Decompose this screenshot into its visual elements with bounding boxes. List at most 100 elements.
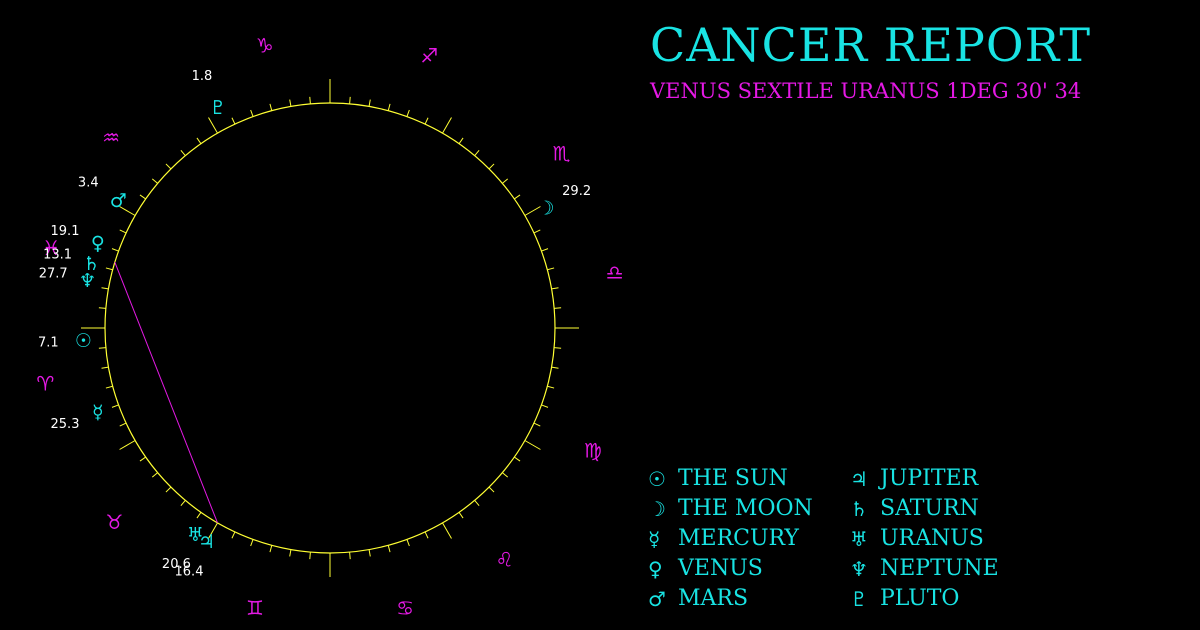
chart-wheel: ♑♐♏♎♍♌♋♊♉♈♓♒♇1.8☽29.2♂3.4♀19.1♄13.1♆27.7… xyxy=(36,33,623,620)
legend-item-uranus: ♅ URANUS xyxy=(850,526,984,551)
legend-label: VENUS xyxy=(678,556,763,581)
degree-tick xyxy=(165,486,172,493)
degree-tick xyxy=(250,539,254,547)
degree-tick xyxy=(368,99,371,107)
mars-icon: ♂ xyxy=(110,190,127,212)
pluto-icon: ♇ xyxy=(850,586,868,611)
degree-tick xyxy=(442,522,452,539)
pluto-degree-label: 1.8 xyxy=(192,69,213,84)
legend-label: SATURN xyxy=(880,496,979,521)
degree-tick xyxy=(547,267,555,271)
moon-icon: ☽ xyxy=(538,197,555,219)
degree-tick xyxy=(502,472,509,478)
degree-tick xyxy=(424,531,429,539)
degree-tick xyxy=(139,194,146,200)
zodiac-sign-icon: ♒ xyxy=(102,126,120,150)
jupiter-icon: ♃ xyxy=(198,531,215,553)
degree-tick xyxy=(547,385,555,389)
degree-tick xyxy=(196,512,202,519)
aspect-line xyxy=(114,262,218,524)
mars-degree-label: 3.4 xyxy=(78,175,99,190)
mercury-icon: ☿ xyxy=(92,401,104,423)
degree-tick xyxy=(368,549,371,557)
sun-icon: ☉ xyxy=(648,466,666,491)
jupiter-icon: ♃ xyxy=(850,466,868,491)
legend-label: JUPITER xyxy=(880,466,979,491)
legend-item-pluto: ♇ PLUTO xyxy=(850,586,959,611)
moon-icon: ☽ xyxy=(648,496,666,521)
degree-tick xyxy=(474,500,480,507)
zodiac-sign-icon: ♊ xyxy=(246,596,264,620)
legend-label: THE SUN xyxy=(678,466,788,491)
degree-tick xyxy=(196,137,202,144)
degree-tick xyxy=(119,229,127,234)
degree-tick xyxy=(289,549,292,557)
neptune-icon: ♆ xyxy=(850,556,868,581)
uranus-icon: ♅ xyxy=(187,524,204,546)
degree-tick xyxy=(180,149,186,156)
legend-label: MERCURY xyxy=(678,526,799,551)
pluto-icon: ♇ xyxy=(209,97,226,119)
degree-tick xyxy=(269,545,273,553)
legend-item-saturn: ♄ SATURN xyxy=(850,496,979,521)
legend-item-venus: ♀ VENUS xyxy=(648,556,763,581)
saturn-degree-label: 13.1 xyxy=(43,248,72,263)
degree-tick xyxy=(541,248,549,252)
degree-tick xyxy=(474,149,480,156)
outer-ring xyxy=(104,102,556,554)
degree-tick xyxy=(488,486,495,493)
degree-tick xyxy=(349,96,351,104)
moon-degree-label: 29.2 xyxy=(562,184,591,199)
degree-tick xyxy=(105,385,113,389)
degree-tick xyxy=(309,96,311,104)
zodiac-sign-icon: ♓ xyxy=(42,236,60,260)
degree-tick xyxy=(554,347,562,349)
zodiac-sign-icon: ♍ xyxy=(584,439,602,463)
degree-tick xyxy=(98,307,106,309)
legend-item-sun: ☉ THE SUN xyxy=(648,466,788,491)
degree-tick xyxy=(424,117,429,125)
zodiac-sign-icon: ♐ xyxy=(420,43,438,67)
venus-degree-label: 19.1 xyxy=(51,224,80,239)
degree-tick xyxy=(406,109,410,117)
degree-tick xyxy=(151,472,158,478)
degree-tick xyxy=(458,137,464,144)
degree-tick xyxy=(119,206,136,216)
saturn-icon: ♄ xyxy=(850,496,868,521)
degree-tick xyxy=(208,522,218,539)
legend-label: URANUS xyxy=(880,526,984,551)
degree-tick xyxy=(524,206,541,216)
uranus-icon: ♅ xyxy=(850,526,868,551)
aspect-subtitle: VENUS SEXTILE URANUS 1DEG 30' 34 xyxy=(650,79,1082,103)
sun-degree-label: 7.1 xyxy=(38,335,59,350)
degree-tick xyxy=(551,366,559,369)
legend-item-mars: ♂ MARS xyxy=(648,586,748,611)
legend-label: MARS xyxy=(678,586,749,611)
degree-tick xyxy=(250,109,254,117)
legend-item-mercury: ☿ MERCURY xyxy=(648,526,799,551)
neptune-icon: ♆ xyxy=(79,270,96,292)
neptune-degree-label: 27.7 xyxy=(39,267,68,282)
sun-icon: ☉ xyxy=(75,330,92,352)
degree-tick xyxy=(111,404,119,408)
page-title: CANCER REPORT xyxy=(650,18,1092,72)
jupiter-degree-label: 16.4 xyxy=(175,565,204,580)
legend-item-moon: ☽ THE MOON xyxy=(648,496,813,521)
degree-tick xyxy=(524,440,541,450)
mars-icon: ♂ xyxy=(648,586,666,611)
degree-tick xyxy=(533,422,541,427)
degree-tick xyxy=(349,552,351,560)
saturn-icon: ♄ xyxy=(83,253,100,275)
degree-tick xyxy=(551,287,559,290)
degree-tick xyxy=(387,545,391,553)
legend-item-jupiter: ♃ JUPITER xyxy=(850,466,978,491)
zodiac-sign-icon: ♋ xyxy=(396,596,414,620)
degree-tick xyxy=(231,531,236,539)
degree-tick xyxy=(442,117,452,134)
degree-tick xyxy=(101,287,109,290)
degree-tick xyxy=(541,404,549,408)
degree-tick xyxy=(554,307,562,309)
degree-tick xyxy=(119,422,127,427)
degree-tick xyxy=(488,163,495,170)
degree-tick xyxy=(406,539,410,547)
